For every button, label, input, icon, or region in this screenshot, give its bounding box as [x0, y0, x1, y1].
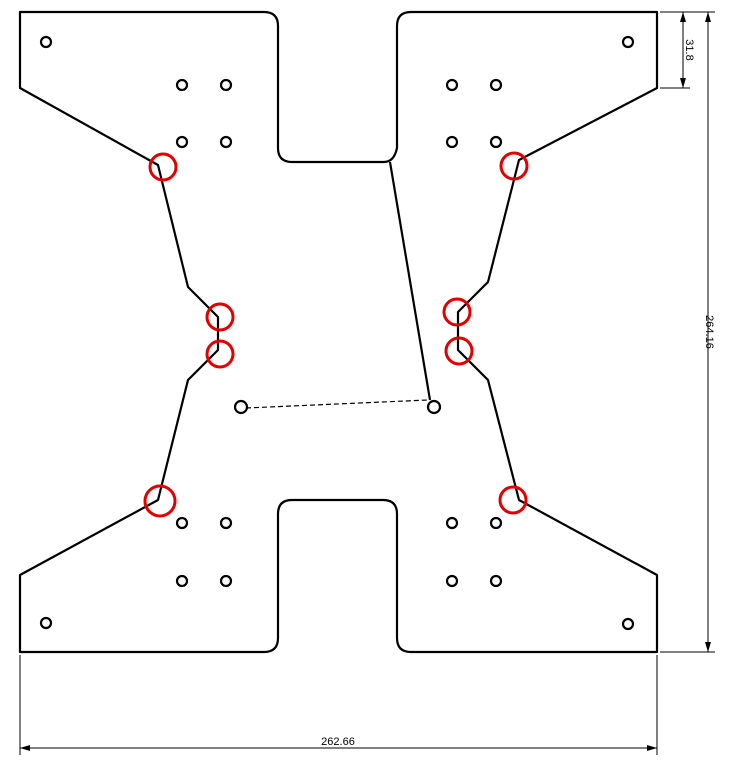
hole [445, 574, 459, 588]
hole [445, 135, 459, 149]
hole [233, 399, 249, 415]
highlight-circle [205, 302, 235, 332]
highlight-circle [143, 484, 177, 518]
height-dimension: 264.16 [660, 11, 715, 653]
hole [489, 516, 503, 530]
offset-dimension: 31.8 [660, 12, 695, 89]
inner-cut-line [388, 161, 432, 401]
highlight-circle [499, 151, 529, 181]
hole [175, 574, 189, 588]
hole [175, 516, 189, 530]
hole [219, 78, 233, 92]
left-outline [18, 10, 659, 654]
highlight-group [143, 151, 529, 518]
hole [219, 516, 233, 530]
highlight-circle [442, 297, 472, 327]
hole [175, 78, 189, 92]
hole [219, 135, 233, 149]
width-dimension: 262.66 [19, 655, 658, 755]
hole [445, 516, 459, 530]
offset-dimension-label: 31.8 [683, 39, 695, 60]
highlight-circle [444, 336, 474, 366]
hole [426, 399, 442, 415]
dashed-reference-line [245, 399, 429, 409]
highlight-circle [205, 339, 235, 369]
hole [39, 35, 53, 49]
hole-group [39, 35, 635, 631]
hole [175, 135, 189, 149]
hole [489, 78, 503, 92]
hole [39, 616, 53, 630]
hole [489, 574, 503, 588]
hole [621, 617, 635, 631]
hole [445, 78, 459, 92]
height-dimension-label: 264.16 [703, 315, 715, 349]
highlight-circle [498, 485, 528, 515]
hole [219, 574, 233, 588]
hole [489, 135, 503, 149]
hole [621, 35, 635, 49]
width-dimension-label: 262.66 [321, 736, 355, 748]
highlight-circle [148, 152, 178, 182]
